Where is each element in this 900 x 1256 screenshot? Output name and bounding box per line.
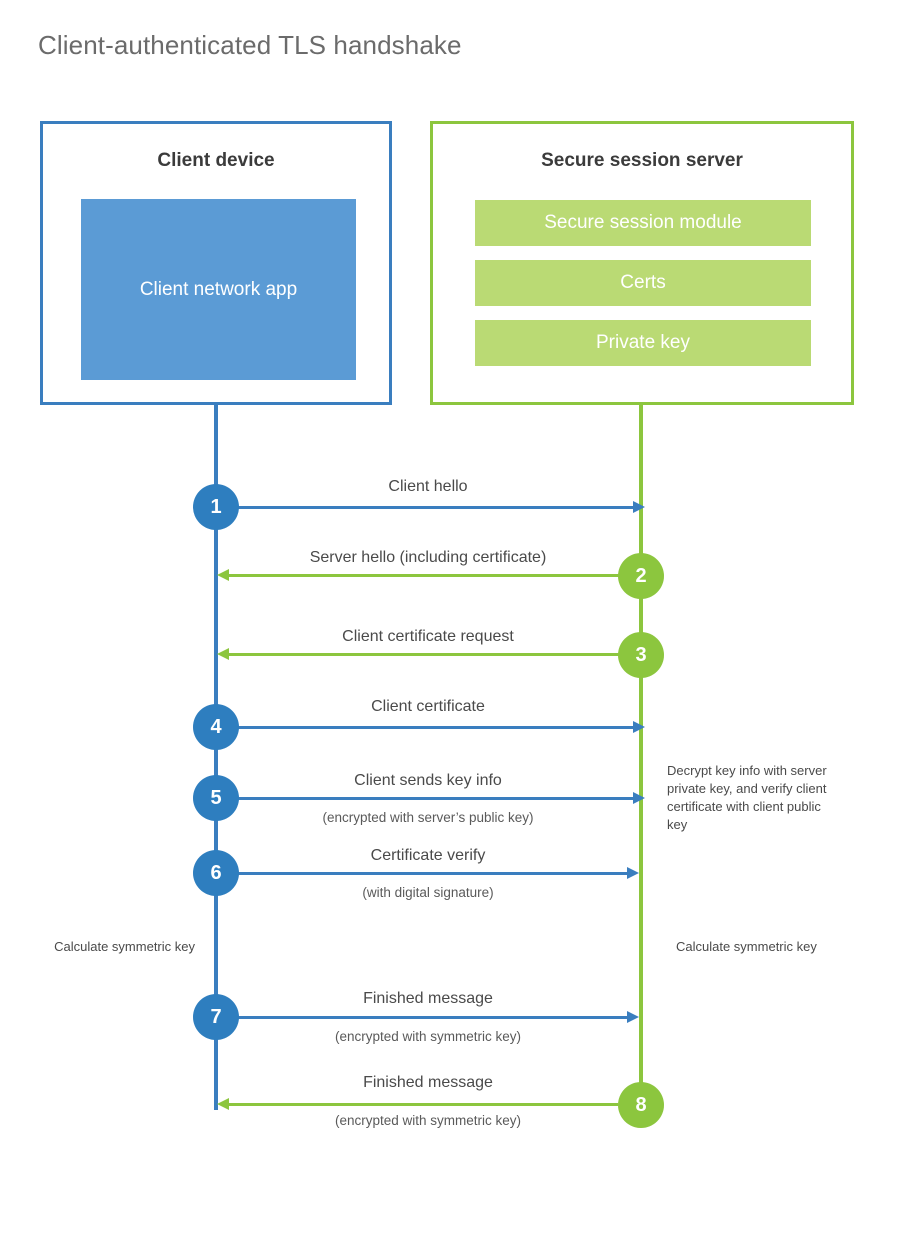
step-7-arrow [216,1011,639,1023]
step-8-label: Finished message [363,1074,493,1091]
step-6-sublabel: (with digital signature) [362,885,494,900]
step-4-arrow [216,721,645,733]
client-device-box: Client device Client network app [40,121,392,405]
step-4-label: Client certificate [371,698,485,715]
step-5-sublabel: (encrypted with server’s public key) [322,810,534,825]
server-calculate-symmetric-key-note: Calculate symmetric key [676,939,817,954]
server-module-private-key: Private key [475,320,811,366]
step-2-circle[interactable]: 2 [618,553,664,599]
step-1-arrow [216,501,645,513]
step-3-label: Client certificate request [342,628,514,645]
server-modules-list: Secure session module Certs Private key [475,200,811,366]
step-7-circle[interactable]: 7 [193,994,239,1040]
server-module-certs: Certs [475,260,811,306]
step-1-circle[interactable]: 1 [193,484,239,530]
step-6-circle[interactable]: 6 [193,850,239,896]
server-lifeline [639,405,643,1105]
client-device-title: Client device [157,150,275,171]
step-5-circle[interactable]: 5 [193,775,239,821]
server-decrypt-note: Decrypt key info with server private key… [667,763,827,832]
secure-session-server-box: Secure session server Secure session mod… [430,121,854,405]
step-6-arrow [216,867,639,879]
step-6-label: Certificate verify [370,847,486,864]
step-8-circle[interactable]: 8 [618,1082,664,1128]
step-7-sublabel: (encrypted with symmetric key) [334,1029,522,1044]
step-3-circle[interactable]: 3 [618,632,664,678]
server-module-secure-session: Secure session module [475,200,811,246]
step-2-arrow [217,569,641,581]
page-title: Client-authenticated TLS handshake [38,30,462,60]
step-3-arrow [217,648,641,660]
step-5-arrow [216,792,645,804]
client-lifeline [214,405,218,1110]
step-2-label: Server hello (including certificate) [309,549,547,566]
step-1-label: Client hello [388,478,468,495]
step-4-circle[interactable]: 4 [193,704,239,750]
step-8-sublabel: (encrypted with symmetric key) [334,1113,522,1128]
client-calculate-symmetric-key-note: Calculate symmetric key [54,939,195,954]
step-5-label: Client sends key info [354,772,502,789]
client-network-app-block: Client network app [81,199,356,380]
step-7-label: Finished message [363,990,493,1007]
secure-session-server-title: Secure session server [541,150,743,171]
step-8-arrow [217,1098,618,1110]
